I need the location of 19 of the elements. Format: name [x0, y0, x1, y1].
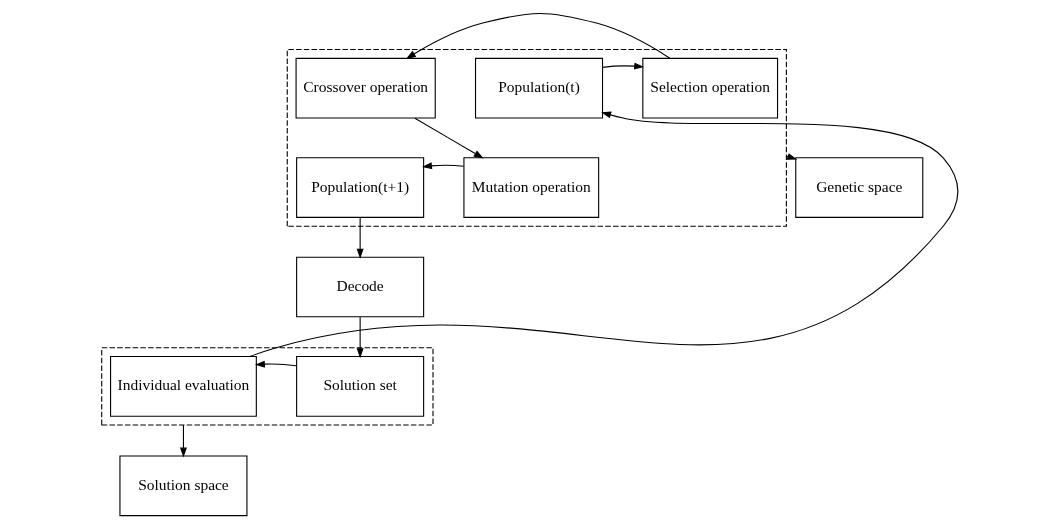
arrow — [785, 152, 797, 160]
node-box: Population(t+1) — [295, 156, 424, 218]
node-box: Selection operation — [641, 57, 778, 119]
node-box: Solution space — [118, 454, 247, 516]
arrow — [601, 62, 644, 70]
arrow — [254, 360, 297, 368]
arrow — [356, 216, 364, 259]
arrow — [356, 316, 364, 358]
arrow — [421, 161, 464, 169]
arrow — [248, 111, 959, 357]
node-box: Mutation operation — [462, 156, 599, 218]
node-box: Crossover operation — [295, 57, 436, 119]
arrow — [179, 423, 187, 458]
node-box: Genetic space — [794, 156, 923, 218]
node-box: Individual evaluation — [109, 355, 257, 417]
arrow — [413, 117, 484, 159]
node-box: Decode — [295, 256, 424, 317]
node-box: Solution set — [295, 355, 424, 417]
node-box: Population(t) — [474, 57, 603, 119]
